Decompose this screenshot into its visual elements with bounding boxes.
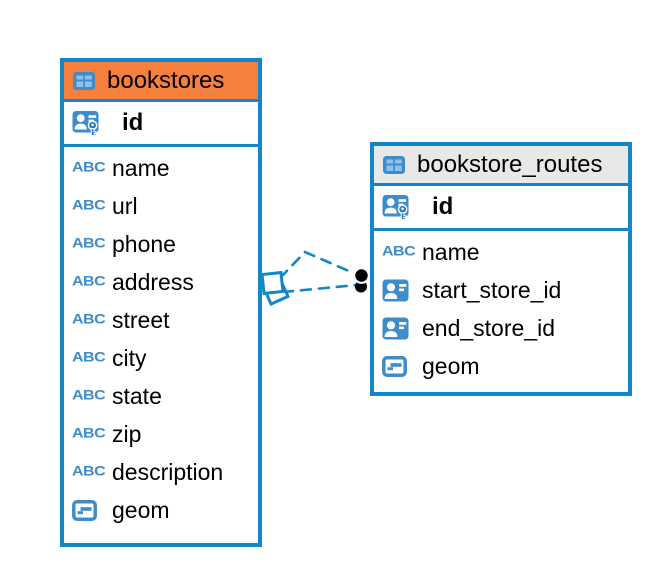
primary-key-icon	[382, 194, 422, 221]
column-row-pk: id	[374, 186, 628, 231]
column-row: geom	[64, 491, 258, 529]
text-type-icon: ABC	[72, 236, 106, 252]
column-row: ABC name	[64, 149, 258, 187]
column-row: ABC zip	[64, 415, 258, 453]
column-name: phone	[112, 230, 176, 257]
table-bookstore-routes-header[interactable]: bookstore_routes	[374, 146, 628, 186]
column-name: start_store_id	[422, 276, 562, 303]
table-bookstores[interactable]: bookstores id	[60, 58, 262, 547]
column-name: name	[112, 154, 170, 181]
text-type-icon: ABC	[72, 464, 106, 480]
column-row: geom	[374, 347, 628, 385]
column-row: ABC phone	[64, 225, 258, 263]
column-name: geom	[422, 352, 480, 379]
column-name: street	[112, 306, 170, 333]
column-name: city	[112, 344, 147, 371]
table-title: bookstore_routes	[417, 150, 603, 178]
table-bookstore-routes[interactable]: bookstore_routes id	[370, 142, 632, 396]
column-row: ABC city	[64, 339, 258, 377]
text-type-icon: ABC	[72, 198, 106, 214]
text-type-icon: ABC	[72, 312, 106, 328]
text-type-icon: ABC	[72, 426, 106, 442]
endpoint-dot-upper	[353, 267, 370, 284]
column-row: ABC state	[64, 377, 258, 415]
column-name: state	[112, 382, 162, 409]
column-name: id	[122, 109, 144, 136]
one-side-squares-symbol	[260, 270, 290, 306]
text-type-icon: ABC	[382, 244, 416, 260]
column-name: name	[422, 238, 480, 265]
column-list: ABC name start_store_id	[374, 231, 628, 385]
column-row: ABC url	[64, 187, 258, 225]
table-title: bookstores	[107, 66, 225, 94]
geometry-type-icon	[382, 355, 422, 377]
relationship-lines	[278, 250, 360, 294]
table-icon	[382, 155, 406, 175]
column-name: end_store_id	[422, 314, 555, 341]
column-name: address	[112, 268, 194, 295]
primary-key-icon	[72, 110, 112, 137]
column-list: ABC name ABC url ABC phone ABC address A…	[64, 147, 258, 529]
text-type-icon: ABC	[72, 274, 106, 290]
person-badge-icon	[382, 279, 422, 302]
column-name: geom	[112, 496, 170, 523]
column-row: start_store_id	[374, 271, 628, 309]
text-type-icon: ABC	[72, 350, 106, 366]
person-badge-icon	[382, 317, 422, 340]
relationship-line-lower	[281, 283, 359, 294]
column-row: ABC description	[64, 453, 258, 491]
column-row: ABC street	[64, 301, 258, 339]
column-row: end_store_id	[374, 309, 628, 347]
relationship-line-upper	[278, 250, 360, 280]
table-bookstores-header[interactable]: bookstores	[64, 62, 258, 102]
table-icon	[72, 71, 96, 91]
text-type-icon: ABC	[72, 160, 106, 176]
column-name: url	[112, 192, 138, 219]
text-type-icon: ABC	[72, 388, 106, 404]
column-name: zip	[112, 420, 142, 447]
many-side-dots-symbol	[353, 267, 370, 293]
column-row: ABC address	[64, 263, 258, 301]
column-name: description	[112, 458, 224, 485]
geometry-type-icon	[72, 499, 112, 521]
column-name: id	[432, 193, 454, 220]
column-row: ABC name	[374, 233, 628, 271]
column-row-pk: id	[64, 102, 258, 147]
